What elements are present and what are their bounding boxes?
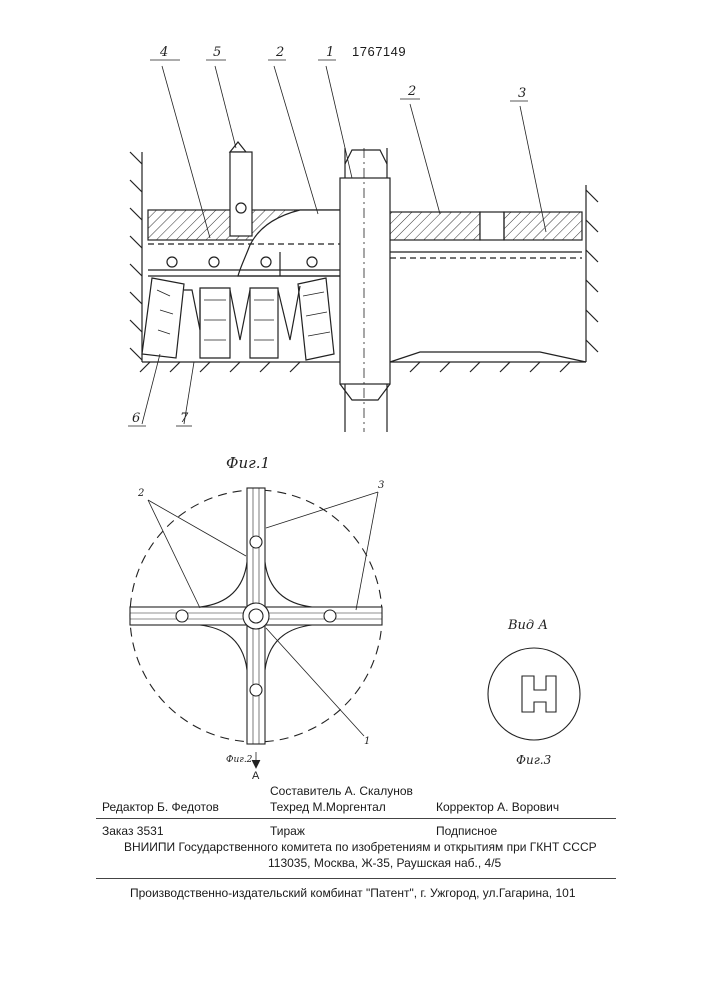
hole	[209, 257, 219, 267]
brush-block-4	[298, 278, 334, 360]
fig2-caption: Фиг.2	[226, 755, 253, 765]
arm-hole	[250, 684, 262, 696]
fig1-caption: Фиг.1	[226, 454, 270, 472]
brush-block-1	[142, 278, 184, 358]
patent-number: 1767149	[352, 44, 406, 59]
figure-2-plan-view	[130, 488, 382, 768]
fig3-view-label: Вид А	[507, 618, 548, 633]
hole	[167, 257, 177, 267]
credit-vniipi: ВНИИПИ Государственного комитета по изоб…	[124, 840, 597, 854]
brush-block-3	[250, 288, 278, 358]
view-a-slot	[522, 676, 556, 712]
fig1-label-2b: 2	[407, 84, 416, 99]
arm-hole	[250, 536, 262, 548]
central-shaft	[340, 148, 390, 432]
credit-editor: Редактор Б. Федотов	[102, 800, 219, 814]
figure-1-section-view	[128, 60, 598, 432]
credit-corrector: Корректор А. Ворович	[436, 800, 559, 814]
fig1-label-6: 6	[132, 411, 140, 426]
arm-hole	[324, 610, 336, 622]
fig2-label-2: 2	[137, 488, 144, 499]
hub-outer	[243, 603, 269, 629]
fig1-label-5: 5	[213, 45, 221, 60]
technical-drawing: 4 5 2 1 2 3 6 7 Фиг.1	[0, 0, 707, 800]
credit-subscription: Подписное	[436, 824, 497, 838]
credit-publisher: Производственно-издательский комбинат "П…	[130, 886, 576, 900]
brush-block-2	[200, 288, 230, 358]
fig1-label-7: 7	[180, 411, 189, 426]
vessel-right-wall	[586, 185, 598, 362]
fig2-label-1: 1	[364, 736, 370, 747]
fig2-section-mark: А	[252, 770, 260, 782]
arm-hole	[176, 610, 188, 622]
vessel-left-wall	[130, 152, 142, 362]
rotor-arm-right-a	[390, 212, 480, 240]
fig3-caption: Фиг.3	[516, 753, 552, 767]
credit-order: Заказ 3531	[102, 824, 164, 838]
rod-5	[230, 142, 252, 236]
fig1-label-3: 3	[518, 86, 526, 101]
credits-rule-2	[96, 878, 616, 879]
credit-techred: Техред М.Моргентал	[270, 800, 386, 814]
credit-print-run: Тираж	[270, 824, 305, 838]
fig1-label-2a: 2	[275, 45, 284, 60]
fig1-label-4: 4	[159, 45, 168, 60]
credit-compiler: Составитель А. Скалунов	[270, 784, 413, 798]
fig1-label-1: 1	[326, 45, 334, 60]
credits-rule-1	[96, 818, 616, 819]
rotor-arm-gap	[480, 212, 504, 240]
credit-address: 113035, Москва, Ж-35, Раушская наб., 4/5	[268, 856, 501, 870]
figure-3-view-a	[488, 648, 580, 740]
fig2-label-3: 3	[378, 480, 384, 491]
